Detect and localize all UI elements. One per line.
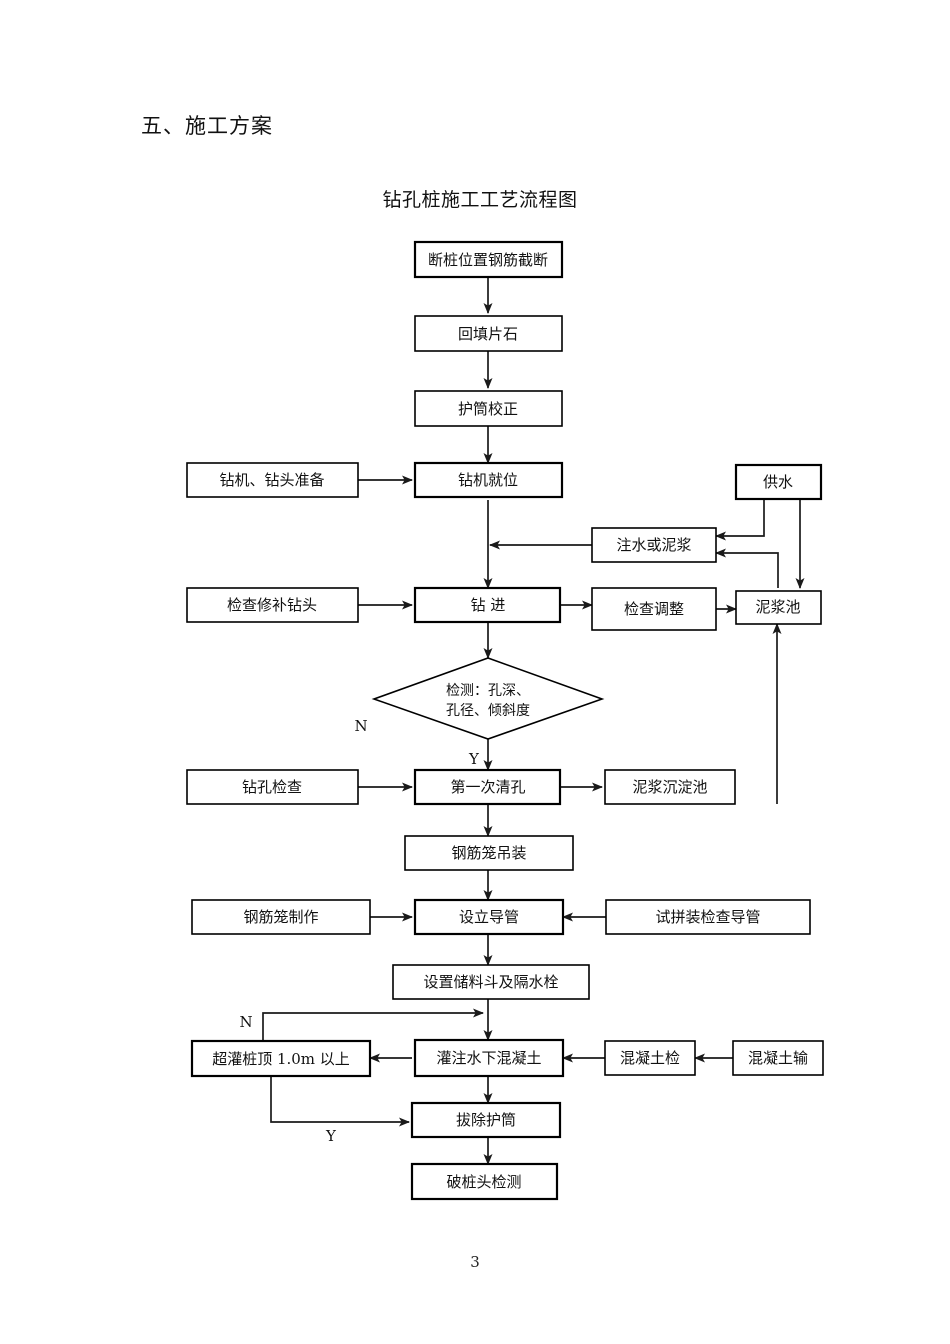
node-label-n17: 钢筋笼制作 (243, 908, 318, 926)
node-label-n8: 检查修补钻头 (227, 596, 317, 614)
node-gang-jin-long-diao-zhuang[interactable] (404, 835, 574, 871)
node-hu-tong-jiao-zheng[interactable] (414, 390, 563, 427)
node-hun-ning-tu-shu[interactable] (732, 1040, 824, 1076)
node-po-zhuang-tou-jian-ce[interactable] (410, 1162, 559, 1201)
node-label-n21: 超灌桩顶 1.0m 以上 (212, 1050, 350, 1068)
node-ni-jiang-chen-dian-chi[interactable] (604, 769, 736, 805)
node-zhu-shui-huo-ni-jiang[interactable] (591, 527, 717, 563)
node-label-n15: 泥浆沉淀池 (632, 778, 707, 796)
node-zuan-ji-jiu-wei[interactable] (413, 461, 564, 499)
page-number: 3 (470, 1253, 480, 1271)
node-jian-cha-xiu-bu-zuan-tou[interactable] (186, 587, 359, 623)
node-she-zhi-chu-liao-dou[interactable] (392, 964, 590, 1000)
node-label-n16: 钢筋笼吊装 (451, 844, 526, 862)
node-label-n2: 回填片石 (458, 325, 518, 343)
branch-label-decision-no: N (354, 717, 367, 735)
node-she-li-dao-guan[interactable] (413, 898, 565, 936)
node-label-n18: 设立导管 (459, 908, 519, 926)
node-label-n13: 钻孔检查 (242, 778, 302, 796)
node-label-n23: 混凝土检 (620, 1049, 680, 1067)
node-hui-tian-pian-shi[interactable] (414, 315, 563, 352)
node-ni-jiang-chi[interactable] (735, 590, 822, 625)
node-zuan-ji-zhun-bei[interactable] (186, 462, 359, 498)
node-label-n12-line2: 孔径、倾斜度 (446, 703, 530, 719)
node-hun-ning-tu-jian[interactable] (604, 1040, 696, 1076)
node-label-n9: 钻 进 (471, 596, 506, 614)
branch-label-concrete-yes: Y (325, 1127, 337, 1145)
node-label-n7: 注水或泥浆 (616, 536, 691, 554)
node-label-n24: 混凝土输 (748, 1049, 808, 1067)
branch-label-decision-yes: Y (468, 750, 480, 768)
node-label-n10: 检查调整 (624, 600, 684, 618)
node-shi-pin-zhuang-jian-cha-dao-guan[interactable] (605, 899, 811, 935)
node-jian-cha-tiao-zheng[interactable] (591, 587, 717, 631)
node-di-yi-ci-qing-kong[interactable] (413, 768, 562, 806)
node-duan-zhuang-wei-zhi[interactable] (413, 240, 564, 279)
node-label-n3: 护筒校正 (458, 400, 518, 418)
node-decision-jian-ce[interactable] (371, 657, 605, 740)
node-zuan-kong-jian-cha[interactable] (186, 769, 359, 805)
node-label-n12-line1: 检测：孔深、 (446, 683, 530, 699)
node-label-n11: 泥浆池 (755, 598, 800, 616)
node-zuan-jin[interactable] (413, 586, 562, 624)
node-guan-zhu-shui-xia-hun-ning-tu[interactable] (413, 1038, 565, 1078)
edge-n21-n22-no (262, 1008, 484, 1041)
node-ba-chu-hu-tong[interactable] (410, 1101, 562, 1139)
chart-title: 钻孔桩施工工艺流程图 (0, 185, 950, 212)
node-chao-guan-zhuang-ding[interactable] (190, 1039, 372, 1078)
node-label-n19: 试拼装检查导管 (655, 908, 760, 926)
node-label-n14: 第一次清孔 (450, 778, 525, 796)
edge-n21-n25-yes (270, 1076, 410, 1127)
node-gang-jin-long-zhi-zuo[interactable] (191, 899, 371, 935)
node-gong-shui[interactable] (734, 463, 823, 501)
chart-title-text: 钻孔桩施工工艺流程图 (382, 189, 578, 211)
node-label-n4: 钻机、钻头准备 (219, 471, 324, 489)
section-heading: 五、施工方案 (141, 114, 273, 138)
node-label-n25: 拔除护筒 (456, 1111, 516, 1129)
node-label-n1: 断桩位置钢筋截断 (428, 251, 548, 269)
branch-label-concrete-no: N (239, 1013, 252, 1031)
node-label-n20: 设置储料斗及隔水栓 (423, 973, 558, 991)
node-label-n26: 破桩头检测 (446, 1173, 521, 1191)
node-label-n6: 供水 (763, 473, 793, 491)
edge-n6-n7 (715, 500, 765, 541)
node-label-n5: 钻机就位 (458, 471, 518, 489)
node-label-n22: 灌注水下混凝土 (436, 1049, 541, 1067)
edge-n11-n7 (715, 548, 779, 588)
